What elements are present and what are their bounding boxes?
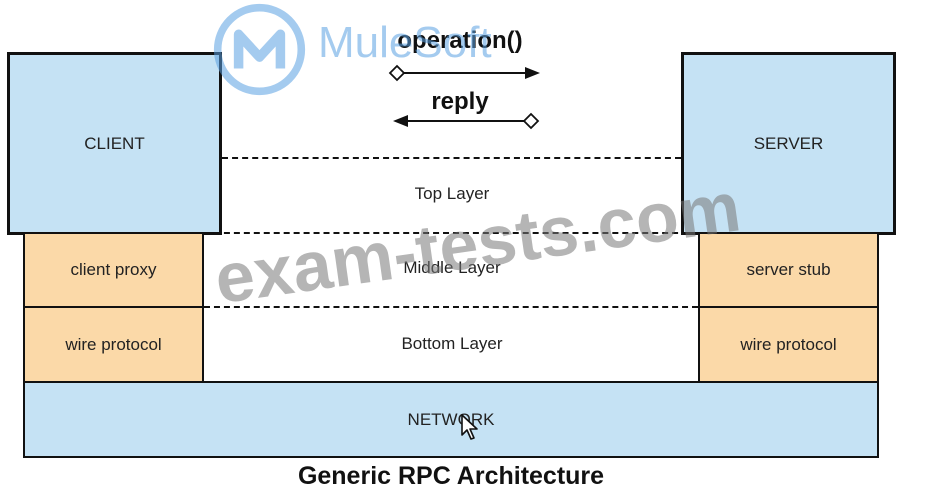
network-label: NETWORK [407, 409, 495, 429]
mulesoft-watermark: MuleSoft [318, 18, 492, 67]
client-proxy-box: client proxy [23, 232, 204, 308]
network-box: NETWORK [23, 381, 879, 458]
server-stub-label: server stub [746, 260, 831, 279]
top-layer-label: Top Layer [414, 184, 490, 203]
operation-label: operation() [397, 27, 523, 54]
middle-layer-label: Middle Layer [403, 258, 501, 277]
operation-arrow [388, 64, 540, 82]
diagram-caption: Generic RPC Architecture [297, 462, 605, 490]
client-label: CLIENT [84, 133, 145, 153]
mulesoft-logo-icon [213, 3, 306, 96]
middle-layer-divider-top [204, 232, 698, 234]
reply-arrow [393, 112, 540, 130]
server-label: SERVER [753, 133, 824, 153]
top-layer-divider [222, 157, 681, 159]
client-proxy-label: client proxy [70, 260, 157, 279]
bottom-layer-label: Bottom Layer [401, 334, 503, 353]
server-stub-box: server stub [698, 232, 879, 308]
middle-layer-divider-bottom [204, 306, 698, 308]
server-wire-protocol-box: wire protocol [698, 306, 879, 383]
server-wire-protocol-label: wire protocol [740, 334, 837, 354]
client-box: CLIENT [7, 52, 222, 235]
client-wire-protocol-label: wire protocol [65, 334, 162, 354]
reply-label: reply [431, 88, 489, 115]
mouse-cursor-icon [461, 414, 478, 440]
